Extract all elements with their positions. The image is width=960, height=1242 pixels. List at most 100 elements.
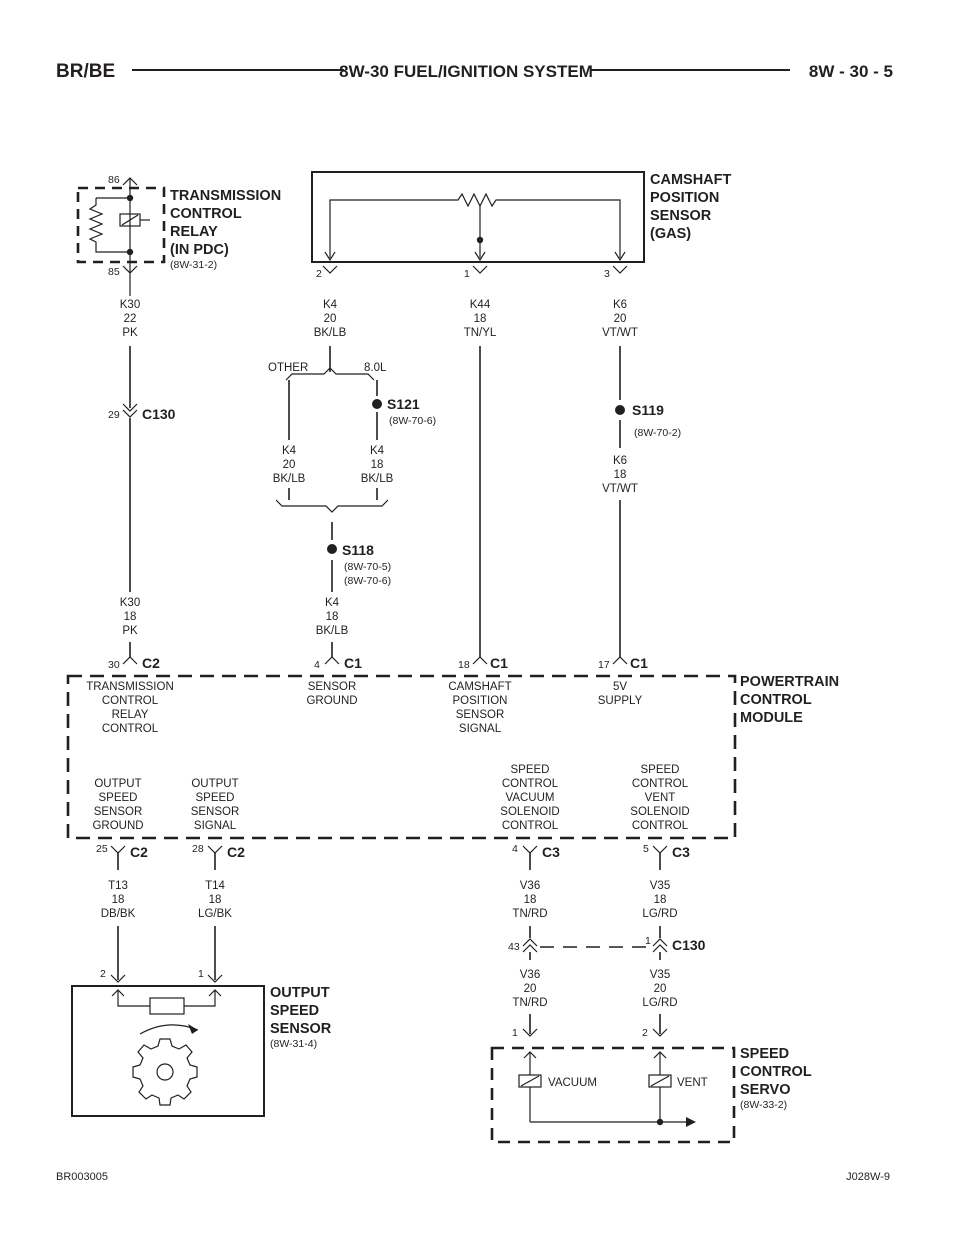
option-8-0l: 8.0L [364, 362, 387, 374]
label-connectors-c1-17-name: C1 [630, 655, 648, 671]
label-connectors-c3-5-name: C3 [672, 844, 690, 860]
label-pcm-circuits-sensor-gnd-0: SENSOR [308, 681, 357, 693]
cmp-pin-1: 1 [464, 268, 470, 280]
label-pcm-circuits-supply-5v-0: 5V [613, 681, 627, 693]
label-wires-k6a-g: 20 [614, 313, 627, 325]
label-wires-k6a-c: K6 [613, 299, 627, 311]
label-wires-v35a-g: 18 [654, 894, 667, 906]
label-wires-k4a-col: BK/LB [314, 327, 347, 339]
label-splices-s121-ref: (8W-70-6) [389, 415, 436, 427]
cmp-title-4: (GAS) [650, 226, 691, 242]
label-wires-k6b-g: 18 [614, 469, 627, 481]
relay-title-1: TRANSMISSION [170, 188, 281, 204]
label-pcm-circuits-oss-sig-2: SENSOR [191, 806, 240, 818]
label-wires-k44-g: 18 [474, 313, 487, 325]
transmission-control-relay: 86 85 TRANSMISSION CONTROL RELAY (IN PDC… [76, 174, 281, 296]
pcm-title-1: POWERTRAIN [740, 674, 839, 690]
label-wires-k6a-col: VT/WT [602, 327, 638, 339]
cmp-pin-3: 3 [604, 268, 610, 280]
label-pcm-circuits-sc-vent-0: SPEED [641, 764, 680, 776]
label-connectors-c2-25-pin: 25 [96, 843, 108, 855]
label-wires-k44-col: TN/YL [464, 327, 497, 339]
oss-title-2: SPEED [270, 1003, 319, 1019]
label-pcm-circuits-cmp-signal-0: CAMSHAFT [448, 681, 511, 693]
label-connectors-c130-bot-pin-b: 1 [645, 935, 651, 947]
k4-option-bracket-top [285, 367, 375, 381]
label-components-oss-pin-b: 1 [198, 968, 204, 980]
wire-k6: K6 20 VT/WT S119 (8W-70-2) K6 18 VT/WT 1… [598, 299, 681, 671]
label-components-scs-pin-a: 1 [512, 1027, 518, 1039]
label-wires-t14-g: 18 [209, 894, 222, 906]
label-pcm-circuits-sc-vac-1: CONTROL [502, 778, 559, 790]
label-wires-t13-col: DB/BK [101, 908, 136, 920]
label-connectors-c1-18-name: C1 [490, 655, 508, 671]
label-connectors-c1-4-pin: 4 [314, 659, 320, 671]
label-splices-s119-ref: (8W-70-2) [634, 427, 681, 439]
label-connectors-c1-4-name: C1 [344, 655, 362, 671]
label-components-scs-pin-b: 2 [642, 1027, 648, 1039]
cmp-title-2: POSITION [650, 190, 719, 206]
label-wires-k30b-col: PK [122, 625, 138, 637]
oss-title-1: OUTPUT [270, 985, 330, 1001]
label-components-oss-pin-a: 2 [100, 968, 106, 980]
page-header: BR/BE 8W-30 FUEL/IGNITION SYSTEM 8W - 30… [56, 61, 893, 82]
splice-s118: S118 [342, 542, 374, 558]
pcm-lower-connectors: 25 C2 28 C2 4 C3 5 C3 [96, 843, 690, 870]
splice-s119-dot [615, 405, 625, 415]
label-pcm-circuits-sc-vac-4: CONTROL [502, 820, 559, 832]
relay-pin-86 [122, 177, 138, 186]
label-wires-k4b-col: BK/LB [273, 473, 306, 485]
label-connectors-c2-30-name: C2 [142, 655, 160, 671]
output-speed-sensor: 2 1 OUTPUT SPEED SENSOR (8W-31-4) [71, 968, 332, 1117]
relay-ref: (8W-31-2) [170, 259, 217, 271]
label-wires-v36b-g: 20 [524, 983, 537, 995]
servo-outline [490, 1046, 736, 1144]
label-wires-k30b-g: 18 [124, 611, 137, 623]
cmp-title-3: SENSOR [650, 208, 712, 224]
label-wires-v35b-g: 20 [654, 983, 667, 995]
label-pcm-circuits-tcr-ctrl-3: CONTROL [102, 723, 159, 735]
wire-k44: K44 18 TN/YL 18 C1 [458, 299, 508, 671]
label-connectors-c130-bot-pin-a: 43 [508, 941, 520, 953]
label-components-scs-ref: (8W-33-2) [740, 1099, 787, 1111]
label-components-oss-ref: (8W-31-4) [270, 1038, 317, 1050]
page-footer: BR003005 J028W-9 [56, 1171, 890, 1183]
splice-s118-dot [327, 544, 337, 554]
relay-pin-86-label: 86 [108, 174, 120, 186]
cmp-title-1: CAMSHAFT [650, 172, 731, 188]
oss-resistor [149, 997, 185, 1015]
label-pcm-circuits-sc-vent-2: VENT [645, 792, 676, 804]
pcm-outline [66, 674, 737, 840]
vent-label: VENT [677, 1077, 708, 1089]
header-left: BR/BE [56, 61, 115, 82]
label-pcm-circuits-sc-vac-3: SOLENOID [500, 806, 559, 818]
relay-outline [76, 186, 166, 264]
label-wires-k30b-c: K30 [120, 597, 140, 609]
label-wires-v35a-col: LG/RD [642, 908, 677, 920]
servo-title-2: CONTROL [740, 1064, 812, 1080]
label-wires-k6b-c: K6 [613, 455, 627, 467]
wire-t13-t14: T13 18 DB/BK T14 18 LG/BK [101, 880, 232, 980]
label-pcm-circuits-oss-sig-0: OUTPUT [191, 778, 238, 790]
label-splices-s118-ref2: (8W-70-6) [344, 575, 391, 587]
c130-top-pin: 29 [108, 409, 120, 421]
vacuum-label: VACUUM [548, 1077, 597, 1089]
label-wires-k44-c: K44 [470, 299, 491, 311]
pcm-title-2: CONTROL [740, 692, 812, 708]
label-splices-s118-ref1: (8W-70-5) [344, 561, 391, 573]
label-pcm-circuits-tcr-ctrl-1: CONTROL [102, 695, 159, 707]
label-pcm-circuits-sc-vent-3: SOLENOID [630, 806, 689, 818]
label-wires-v35b-c: V35 [650, 969, 670, 981]
splice-s119: S119 [632, 402, 664, 418]
powertrain-control-module: POWERTRAIN CONTROL MODULE TRANSMISSION C… [66, 674, 839, 840]
label-wires-k30a-g: 22 [124, 313, 137, 325]
label-pcm-circuits-supply-5v-1: SUPPLY [598, 695, 643, 707]
speed-control-servo: 1 2 VACUUM VENT SPEED CONTROL SERVO (8W-… [490, 1027, 812, 1144]
relay-resistor [88, 198, 130, 253]
label-wires-k4d-g: 18 [326, 611, 339, 623]
oss-box [71, 985, 265, 1117]
c130-top-label: C130 [142, 406, 176, 422]
gear-icon [132, 1038, 198, 1106]
label-wires-t14-c: T14 [205, 880, 225, 892]
